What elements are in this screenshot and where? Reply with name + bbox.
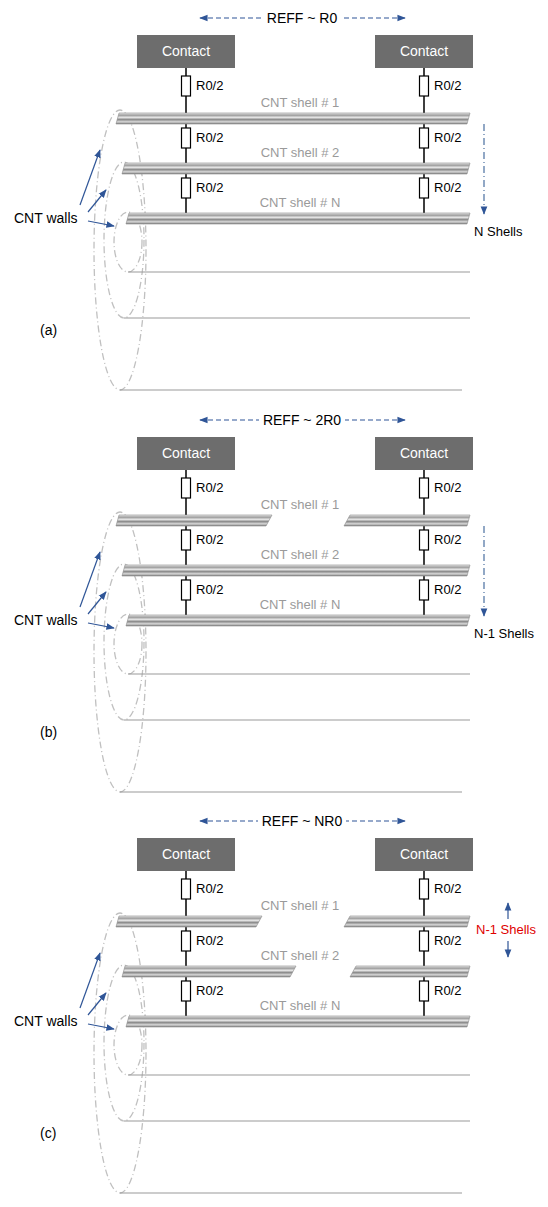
shell-label: CNT shell # 1 [261,498,340,513]
contact-box: Contact [375,838,473,871]
cnt-shell [116,113,470,124]
contact-box: Contact [375,35,473,68]
resistance-label: REFF ~ 2R0 [259,412,345,428]
resistor-value: R0/2 [434,481,461,496]
wall-label: CNT walls [14,1013,78,1029]
resistor-value: R0/2 [434,533,461,548]
resistor-value: R0/2 [196,181,223,196]
shell-count: N-1 Shells [474,627,534,642]
resistor-value: R0/2 [434,882,461,897]
shell-count: N Shells [474,225,522,240]
resistor-value: R0/2 [196,882,223,897]
resistor-value: R0/2 [196,583,223,598]
cnt-structure [80,821,470,1193]
shell-count-arrow [483,526,484,616]
shell-count-arrow [507,903,508,919]
resistor-value: R0/2 [196,481,223,496]
resistance-label: REFF ~ R0 [263,10,341,26]
resistor-value: R0/2 [434,79,461,94]
shell-count-arrow [507,941,508,957]
wall-label: CNT walls [14,210,78,226]
contact-box: Contact [137,35,235,68]
panel-a-art [80,18,484,390]
shell-label: CNT shell # N [260,196,341,211]
shell-count: N-1 Shells [476,923,536,938]
cnt-shell [122,565,470,576]
shell-label: CNT shell # 1 [261,899,340,914]
contact-box: Contact [137,437,235,470]
cnt-shell [126,615,470,626]
shell-label: CNT shell # 2 [261,548,340,563]
resistor-value: R0/2 [434,131,461,146]
resistor-value: R0/2 [196,131,223,146]
shell-label: CNT shell # 2 [261,949,340,964]
cnt-shell [122,163,470,174]
contact-label: Contact [162,846,210,862]
panel-b-art [80,420,484,792]
cnt-structure [80,420,470,792]
contact-label: Contact [400,43,448,59]
panel-c-art [80,821,508,1193]
contact-label: Contact [162,43,210,59]
shell-label: CNT shell # 2 [261,146,340,161]
contact-label: Contact [400,846,448,862]
cnt-shell [126,1016,470,1027]
broken-cnt-shell [122,966,296,977]
resistor-value: R0/2 [196,934,223,949]
shell-label: CNT shell # N [260,999,341,1014]
resistor-value: R0/2 [434,583,461,598]
cnt-structure [80,18,470,390]
resistor-value: R0/2 [196,79,223,94]
shell-count-arrow [483,124,484,214]
broken-cnt-shell [344,515,470,526]
panel-tag: (a) [40,322,57,338]
panel-tag: (c) [40,1125,56,1141]
resistance-label: REFF ~ NR0 [258,813,347,829]
contact-label: Contact [162,445,210,461]
panel-tag: (b) [40,724,57,740]
resistor-value: R0/2 [434,934,461,949]
shell-label: CNT shell # 1 [261,96,340,111]
cnt-shell [126,213,470,224]
broken-cnt-shell [116,515,272,526]
shell-label: CNT shell # N [260,598,341,613]
broken-cnt-shell [344,916,470,927]
broken-cnt-shell [350,966,470,977]
broken-cnt-shell [116,916,262,927]
resistor-value: R0/2 [434,181,461,196]
contact-label: Contact [400,445,448,461]
resistor-value: R0/2 [196,533,223,548]
wall-label: CNT walls [14,612,78,628]
contact-box: Contact [375,437,473,470]
resistor-value: R0/2 [196,984,223,999]
resistor-value: R0/2 [434,984,461,999]
contact-box: Contact [137,838,235,871]
